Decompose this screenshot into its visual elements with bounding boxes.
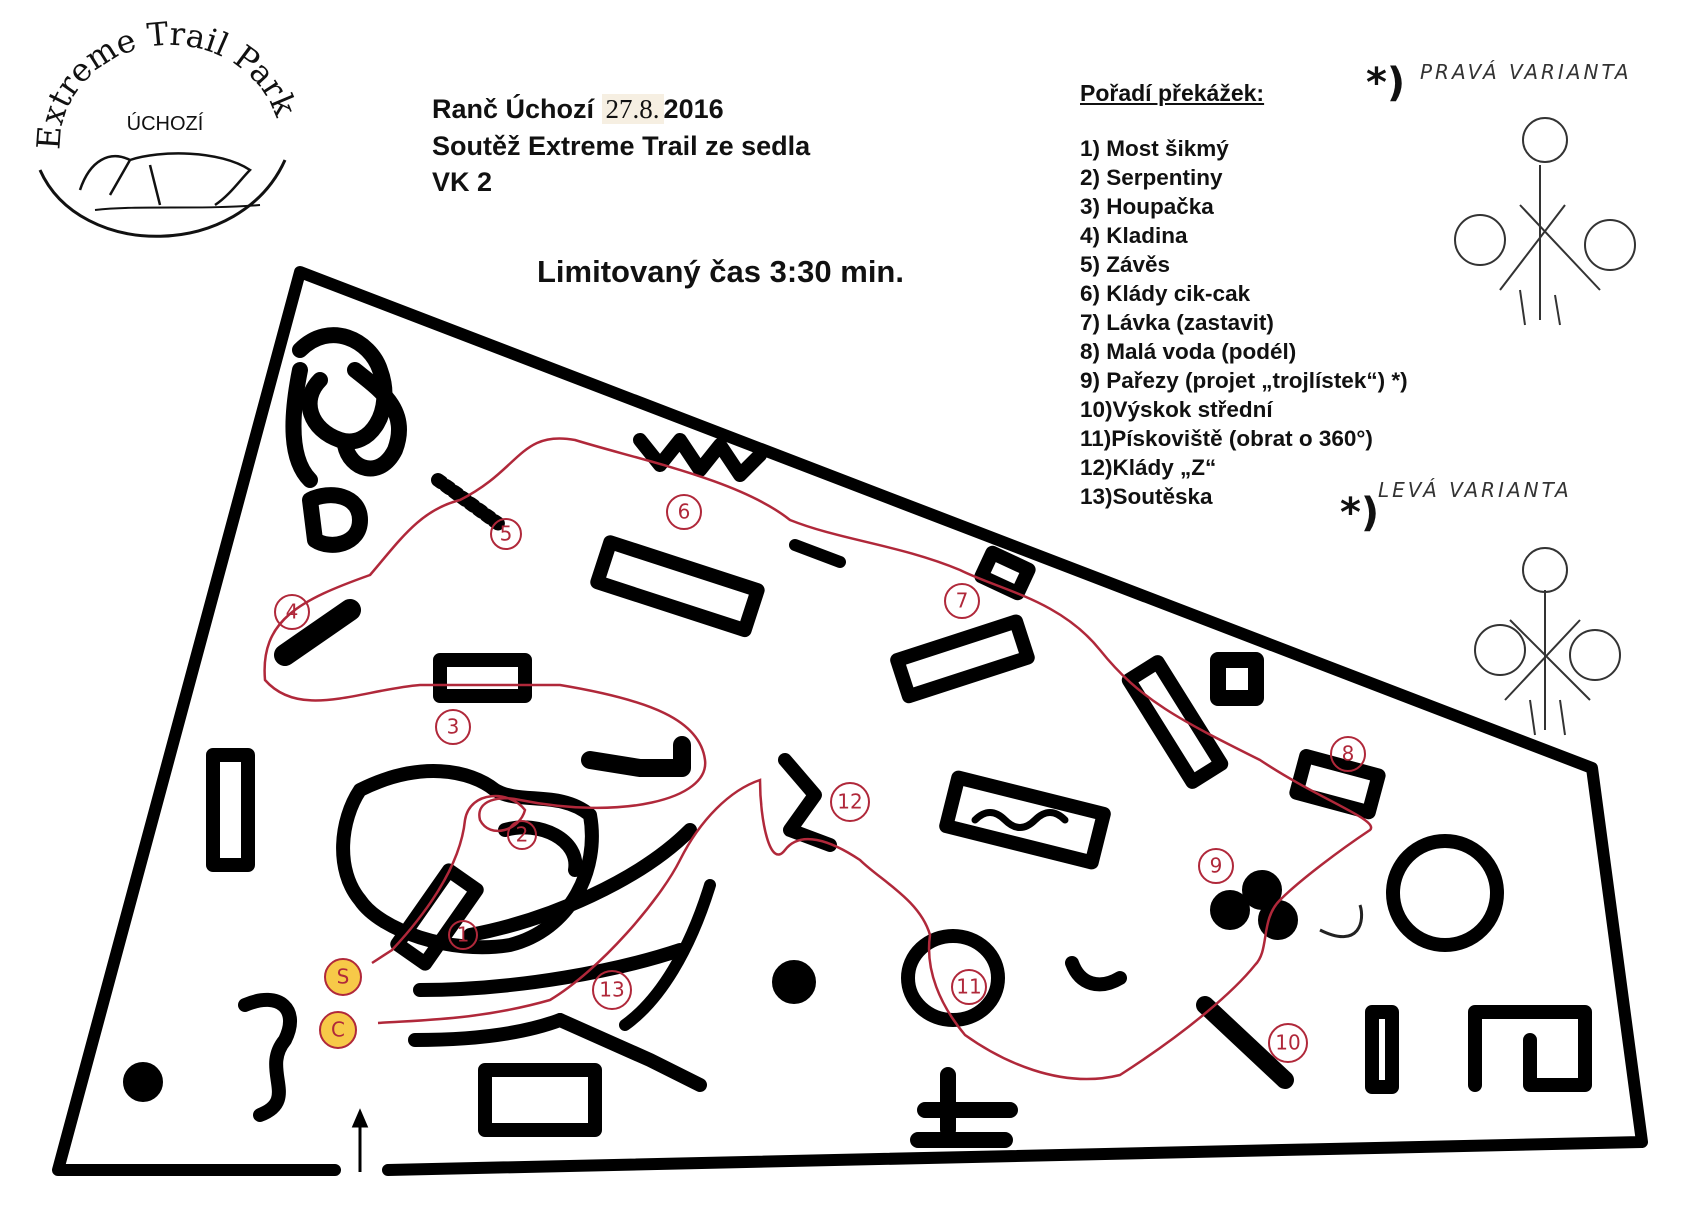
obstacles	[123, 327, 1592, 1148]
route-number-4: 4	[286, 600, 299, 624]
header-line-2: Soutěž Extreme Trail ze sedla	[432, 131, 811, 161]
start-label: S	[337, 965, 350, 989]
obstacle-item-13: 13)Soutěska	[1080, 484, 1213, 509]
horse-icon	[78, 152, 252, 207]
obstacle-item-8: 8) Malá voda (podél)	[1080, 339, 1297, 364]
start-marker: S	[324, 958, 362, 996]
obstacle-item-1: 1) Most šikmý	[1080, 136, 1229, 161]
route-number-labels: 1 2 3 4 5 6 7 8 9 10 11 12 13	[286, 500, 1355, 1055]
obstacle-item-9-text: 9) Pařezy (projet „trojlístek“)	[1080, 368, 1386, 393]
route-number-10: 10	[1275, 1031, 1300, 1055]
obstacle-5-zaves	[431, 473, 507, 532]
left-variant-diagram	[1474, 547, 1621, 736]
obstacle-item-12: 12)Klády „Z“	[1080, 455, 1217, 480]
route-number-3: 3	[447, 715, 460, 739]
obstacle-blob-top-left	[292, 327, 393, 450]
obstacle-item-6: 6) Klády cik-cak	[1080, 281, 1251, 306]
right-variant-label: PRAVÁ VARIANTA	[1420, 60, 1632, 84]
variant-star-marker	[1319, 904, 1364, 939]
route-number-5: 5	[500, 522, 513, 546]
route-number-2: 2	[516, 823, 529, 847]
obstacle-10-jump	[1196, 996, 1294, 1089]
route-number-13: 13	[599, 978, 624, 1002]
finish-label: C	[331, 1018, 345, 1042]
logo-sub-text: ÚCHOZÍ	[127, 112, 204, 135]
obstacle-maze	[1468, 1005, 1592, 1092]
header-date: 27.8.	[601, 94, 664, 124]
right-variant-diagram	[1454, 117, 1636, 326]
route-number-12: 12	[837, 790, 862, 814]
entrance-arrow	[351, 1108, 369, 1172]
header-ranch: Ranč Úchozí	[432, 94, 595, 124]
obstacle-order-title: Pořadí překážek:	[1080, 80, 1265, 106]
obstacle-item-10: 10)Výskok střední	[1080, 397, 1273, 422]
route-number-9: 9	[1210, 854, 1223, 878]
route	[263, 437, 1373, 1081]
obstacle-item-2: 2) Serpentiny	[1080, 165, 1223, 190]
obstacle-item-7: 7) Lávka (zastavit)	[1080, 310, 1274, 335]
obstacle-item-3: 3) Houpačka	[1080, 194, 1214, 219]
logo: Extreme Trail Park ÚCHOZÍ	[29, 14, 305, 238]
route-numbers	[274, 494, 1366, 1063]
obstacle-order-list: 1) Most šikmý 2) Serpentiny 3) Houpačka …	[1080, 134, 1408, 511]
obstacle-item-9: 9) Pařezy (projet „trojlístek“) *)	[1080, 366, 1408, 395]
obstacle-item-5: 5) Závěs	[1080, 252, 1171, 277]
route-path	[263, 437, 1373, 1081]
obstacle-12-z	[778, 753, 837, 852]
left-variant-star: *)	[1340, 490, 1380, 536]
header-line-1: Ranč Úchozí 27.8.2016	[432, 92, 724, 126]
route-number-1: 1	[457, 923, 470, 947]
obstacle-item-11: 11)Pískoviště (obrat o 360°)	[1080, 426, 1373, 451]
right-variant-star: *)	[1366, 60, 1406, 106]
arena-boundary	[52, 266, 1648, 1176]
obstacle-item-9-star: *)	[1391, 368, 1408, 393]
finish-marker: C	[319, 1011, 357, 1049]
header-line-3: VK 2	[432, 167, 493, 197]
route-number-7: 7	[956, 589, 969, 613]
route-number-6: 6	[678, 500, 691, 524]
obstacle-13-gorge	[413, 943, 687, 997]
obstacle-item-4: 4) Kladina	[1080, 223, 1188, 248]
route-number-11: 11	[956, 975, 981, 999]
left-variant-label: LEVÁ VARIANTA	[1378, 478, 1572, 502]
route-number-8: 8	[1342, 742, 1355, 766]
obstacle-4-kladina	[274, 599, 361, 666]
time-limit: Limitovaný čas 3:30 min.	[537, 254, 904, 289]
header-year: 2016	[663, 94, 724, 124]
